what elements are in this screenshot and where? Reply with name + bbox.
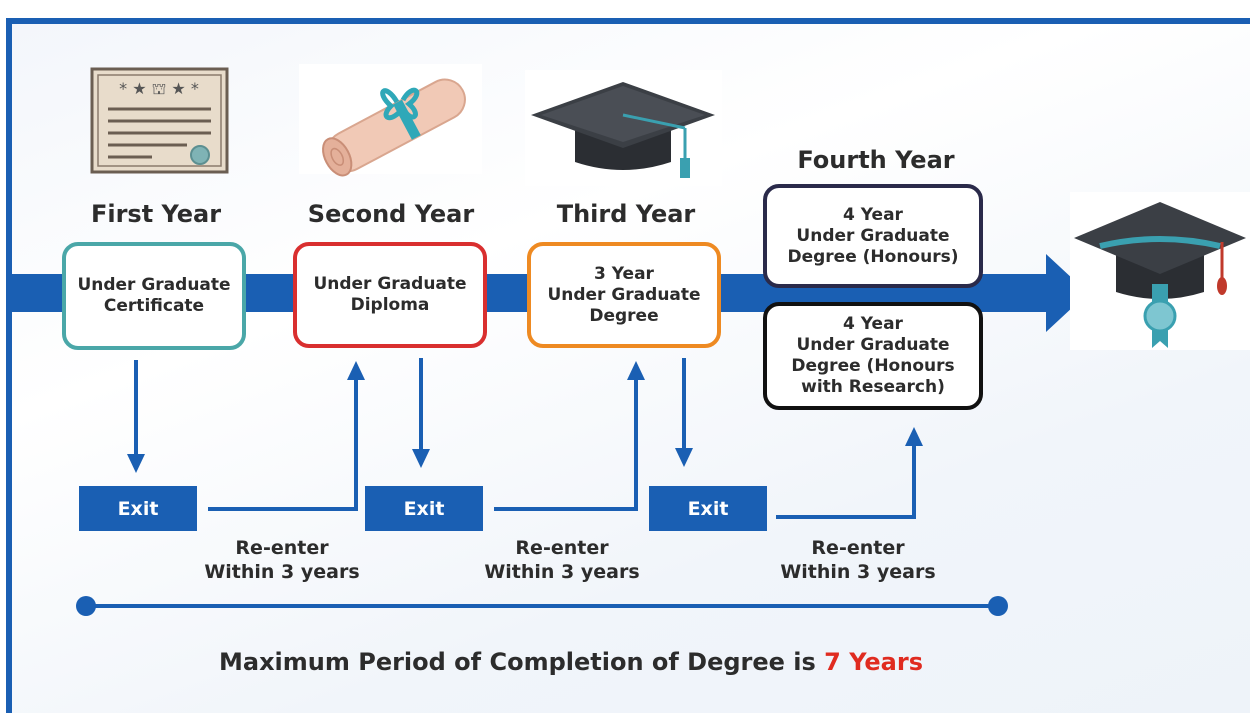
- completion-years-highlight: 7 Years: [824, 648, 923, 676]
- reenter-path-1: [208, 361, 365, 511]
- exit-box-1: Exit: [79, 486, 197, 531]
- three-year-degree-box: 3 Year Under Graduate Degree: [527, 242, 721, 348]
- four-year-honours-research-box: 4 Year Under Graduate Degree (Honours wi…: [763, 302, 983, 410]
- exit-arrow-3: [675, 358, 693, 467]
- fourth-year-label: Fourth Year: [797, 146, 955, 174]
- diploma-scroll-icon: [299, 64, 482, 177]
- flow-diagram: * ★ ⛫ ★ *: [6, 64, 1250, 616]
- reenter-label-2: Re-enter Within 3 years: [484, 537, 640, 583]
- diagram-frame: * ★ ⛫ ★ *: [6, 18, 1250, 713]
- reenter-label-3: Re-enter Within 3 years: [780, 537, 936, 583]
- exit-arrow-1: [127, 360, 145, 473]
- completion-note: Maximum Period of Completion of Degree i…: [106, 648, 1036, 676]
- third-year-label: Third Year: [556, 200, 696, 228]
- exit-box-2: Exit: [365, 486, 483, 531]
- exit-arrow-2: [412, 358, 430, 468]
- second-year-label: Second Year: [307, 200, 475, 228]
- four-year-honours-box: 4 Year Under Graduate Degree (Honours): [763, 184, 983, 288]
- exit-box-3: Exit: [649, 486, 767, 531]
- graduation-cap-icon: [525, 70, 722, 186]
- completion-span-line: [76, 596, 1008, 616]
- reenter-path-2: [494, 361, 645, 511]
- under-graduate-diploma-box: Under Graduate Diploma: [293, 242, 487, 348]
- svg-text:* ★ ⛫ ★ *: * ★ ⛫ ★ *: [119, 79, 199, 98]
- reenter-path-3: [776, 427, 923, 519]
- under-graduate-certificate-box: Under Graduate Certificate: [62, 242, 246, 350]
- graduation-cap-medal-icon: [1070, 192, 1250, 350]
- completion-note-text: Maximum Period of Completion of Degree i…: [218, 648, 825, 676]
- first-year-label: First Year: [90, 200, 222, 228]
- certificate-icon: * ★ ⛫ ★ *: [90, 67, 229, 174]
- reenter-label-1: Re-enter Within 3 years: [204, 537, 360, 583]
